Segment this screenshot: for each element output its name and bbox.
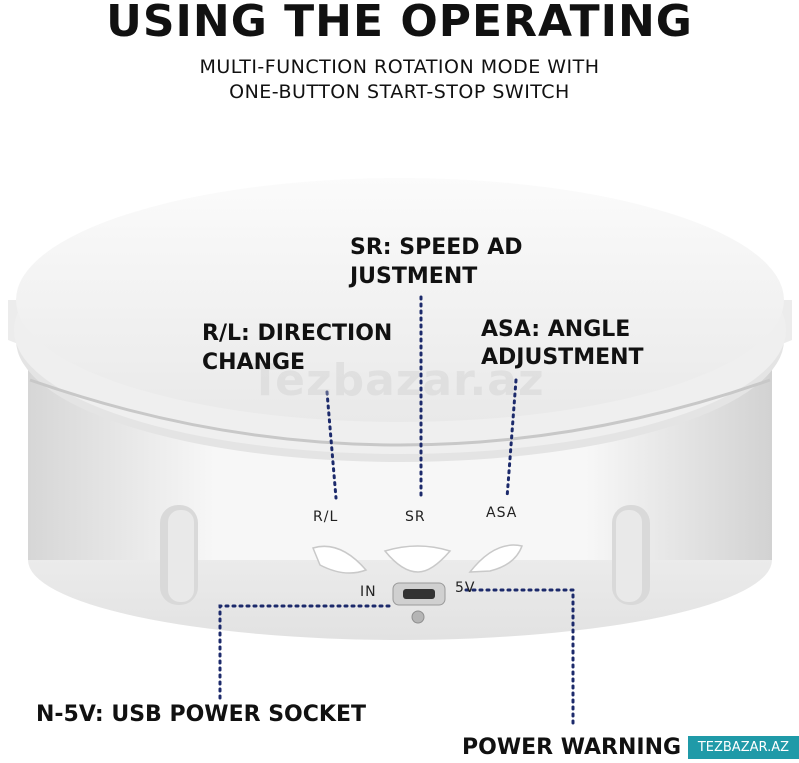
direction-callout-line-1: R/L: DIRECTION: [202, 321, 393, 346]
platter-top: [16, 178, 784, 422]
asa-button: [468, 544, 524, 573]
angle-callout-line-1: ASA: ANGLE: [481, 317, 631, 342]
usb-callout: N-5V: USB POWER SOCKET: [36, 702, 366, 727]
subtitle-line-1: MULTI-FUNCTION ROTATION MODE WITH: [199, 56, 600, 78]
sr-button-label: SR: [405, 509, 426, 525]
rl-button-label: R/L: [313, 509, 339, 525]
site-badge: TEZBAZAR.AZ: [687, 736, 799, 759]
watermark: Tezbazar.az: [250, 355, 545, 406]
port-5v-label: 5V: [455, 580, 476, 596]
port-in-label: IN: [360, 584, 377, 600]
asa-button-label: ASA: [486, 505, 518, 521]
angle-callout-line-2: ADJUSTMENT: [481, 345, 644, 370]
rl-button: [311, 545, 368, 574]
speed-callout-line-2: JUSTMENT: [350, 264, 478, 289]
page-title: USING THE OPERATING: [106, 0, 693, 47]
sr-button: [383, 545, 452, 573]
leader-lines: [218, 295, 575, 730]
direction-callout-line-2: CHANGE: [202, 350, 306, 375]
power-light: [411, 610, 425, 624]
subtitle-line-2: ONE-BUTTON START-STOP SWITCH: [229, 81, 570, 103]
speed-callout-line-1: SR: SPEED AD: [350, 235, 523, 260]
